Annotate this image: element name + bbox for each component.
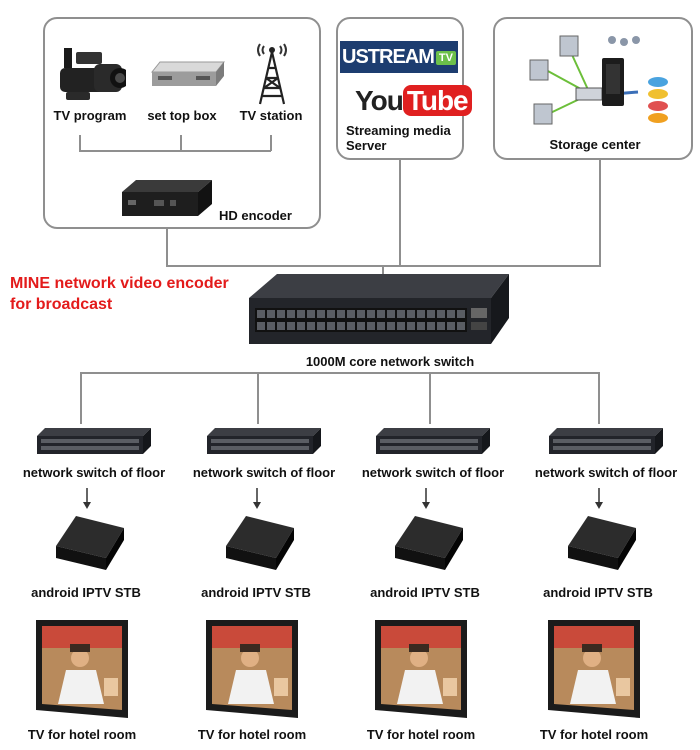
radio-tower-icon [257,43,287,105]
android-stb-icon [56,516,124,570]
hotel-tv-icon [375,620,467,718]
tv-program-label: TV program [53,108,127,123]
set-top-box-label: set top box [147,108,217,123]
floor-switch-icon [37,428,151,454]
android-stb-label: android IPTV STB [31,585,141,600]
hd-encoder-icon [122,180,212,216]
video-camera-icon [60,48,126,100]
hotel-tv-label: TV for hotel room [539,727,649,742]
hotel-tv-label: TV for hotel room [366,727,476,742]
set-top-box-icon [150,61,226,86]
diagram-title: MINE network video encoder for broadcast [10,275,229,313]
hotel-tv-icon [36,620,128,718]
android-stb-label: android IPTV STB [201,585,311,600]
core-switch-icon [249,274,509,344]
android-stb-label: android IPTV STB [543,585,653,600]
floor-switch-icon [207,428,321,454]
android-stb-icon [226,516,294,570]
tv-station-label: TV station [239,108,303,123]
arrow-down-icon [253,488,261,509]
arrow-down-icon [595,488,603,509]
android-stb-icon [395,516,463,570]
arrow-down-icon [83,488,91,509]
floor-switch-label: network switch of floor [192,465,336,480]
hotel-tv-icon [548,620,640,718]
floor-switch-label: network switch of floor [361,465,505,480]
storage-center-label: Storage center [549,137,641,152]
floor-switch-icon [549,428,663,454]
floor-switch-label: network switch of floor [534,465,678,480]
hd-encoder-label: HD encoder [219,208,292,223]
arrow-down-icon [422,488,430,509]
streaming-server-label: Streaming media Server [346,123,451,153]
hotel-tv-icon [206,620,298,718]
core-switch-label: 1000M core network switch [305,354,475,369]
floor-switch-icon [376,428,490,454]
floor-switch-label: network switch of floor [22,465,166,480]
hotel-tv-label: TV for hotel room [27,727,137,742]
android-stb-icon [568,516,636,570]
android-stb-label: android IPTV STB [370,585,480,600]
hotel-tv-label: TV for hotel room [197,727,307,742]
storage-network-icon [529,35,668,125]
